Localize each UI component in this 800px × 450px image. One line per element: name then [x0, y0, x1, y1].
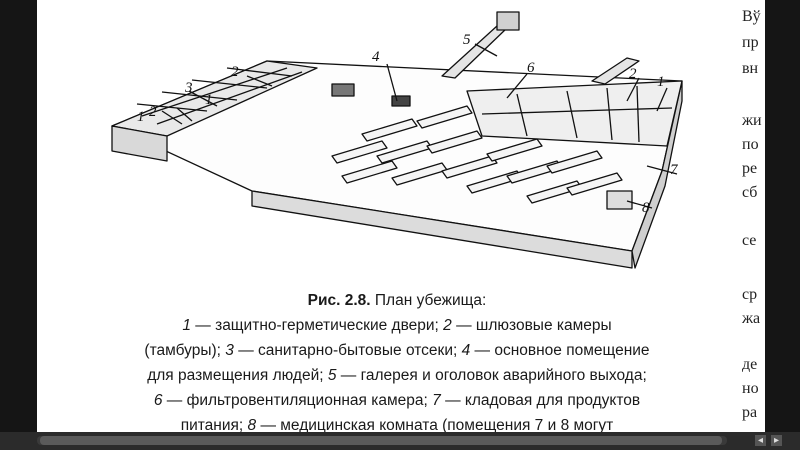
caption-title: Рис. 2.8. План убежища:	[97, 288, 697, 313]
callout-1-upper: 1	[205, 92, 213, 108]
caption-line: 6 — фильтровентиляционная камера; 7 — кл…	[97, 388, 697, 413]
margin-line: ре	[742, 160, 758, 177]
caption-item-number: 3	[225, 342, 234, 359]
caption-figure-number: Рис. 2.8.	[307, 292, 371, 309]
caption-item-number: 2	[443, 317, 452, 334]
caption-item-number: 6	[153, 392, 163, 409]
margin-line: ср	[742, 286, 758, 303]
scroll-right-arrow-icon[interactable]: ▸	[771, 435, 782, 446]
callout-3: 3	[184, 80, 193, 96]
right-dark-margin	[765, 0, 800, 432]
callout-8: 8	[642, 200, 650, 216]
caption-text: для размещения людей;	[147, 367, 328, 384]
caption-text: — медицинская комната (помещения 7 и 8 м…	[256, 417, 614, 432]
caption-line: питания; 8 — медицинская комната (помеще…	[97, 413, 697, 432]
margin-line: сб	[742, 184, 758, 201]
margin-line: по	[742, 136, 759, 153]
caption-text: — галерея и оголовок аварийного выхода;	[336, 367, 647, 384]
caption-text: питания;	[180, 417, 248, 432]
caption-item-number: 5	[327, 367, 337, 384]
caption-item-number: 1	[182, 317, 191, 334]
margin-line: Вў	[742, 8, 761, 25]
caption-text: (тамбуры);	[144, 342, 226, 359]
caption-line: (тамбуры); 3 — санитарно-бытовые отсеки;…	[97, 338, 697, 363]
shelter-plan-figure: 1 2 3 1 2 4 5 6 2 1 7 8	[111, 11, 683, 269]
margin-line: де	[742, 356, 758, 373]
caption-text: — фильтровентиляционная камера;	[162, 392, 433, 409]
caption-item-number: 4	[461, 342, 471, 359]
caption-line: для размещения людей; 5 — галерея и огол…	[97, 363, 697, 388]
callout-2-upper: 2	[231, 64, 239, 80]
callout-2-left: 2	[149, 104, 157, 120]
callout-2-right: 2	[629, 66, 637, 82]
margin-line: жи	[742, 112, 762, 129]
caption-text: — санитарно-бытовые отсеки;	[233, 342, 462, 359]
caption-text: — кладовая для продуктов	[440, 392, 641, 409]
scroll-left-arrow-icon[interactable]: ◂	[755, 435, 766, 446]
callout-5: 5	[463, 32, 471, 48]
caption-line: 1 — защитно-герметические двери; 2 — шлю…	[97, 313, 697, 338]
margin-line: но	[742, 380, 759, 397]
scrollbar-thumb[interactable]	[40, 436, 722, 445]
callout-7: 7	[670, 162, 679, 178]
caption-item-number: 8	[247, 417, 257, 432]
caption-title-text: План убежища:	[370, 292, 487, 309]
caption-text: — защитно-герметические двери;	[190, 317, 444, 334]
figure-caption: Рис. 2.8. План убежища: 1 — защитно-герм…	[97, 288, 697, 432]
callout-6: 6	[527, 60, 535, 76]
horizontal-scrollbar[interactable]: ◂ ▸	[0, 432, 800, 450]
margin-line: се	[742, 232, 757, 249]
margin-line: ра	[742, 404, 758, 421]
callout-1-left: 1	[137, 109, 145, 125]
caption-text: — шлюзовые камеры	[451, 317, 612, 334]
left-dark-margin	[0, 0, 37, 432]
margin-line: жа	[742, 310, 761, 327]
caption-item-number: 7	[432, 392, 441, 409]
document-page: 1 2 3 1 2 4 5 6 2 1 7 8 Рис. 2.8. План у…	[37, 0, 765, 432]
callout-4: 4	[372, 49, 380, 65]
caption-text: — основное помещение	[470, 342, 650, 359]
adjacent-page-text: Вў пр вн жи по ре сб се ср жа де но ра	[742, 0, 800, 432]
callout-1-right: 1	[657, 74, 665, 90]
margin-line: вн	[742, 60, 759, 77]
margin-line: пр	[742, 34, 759, 51]
